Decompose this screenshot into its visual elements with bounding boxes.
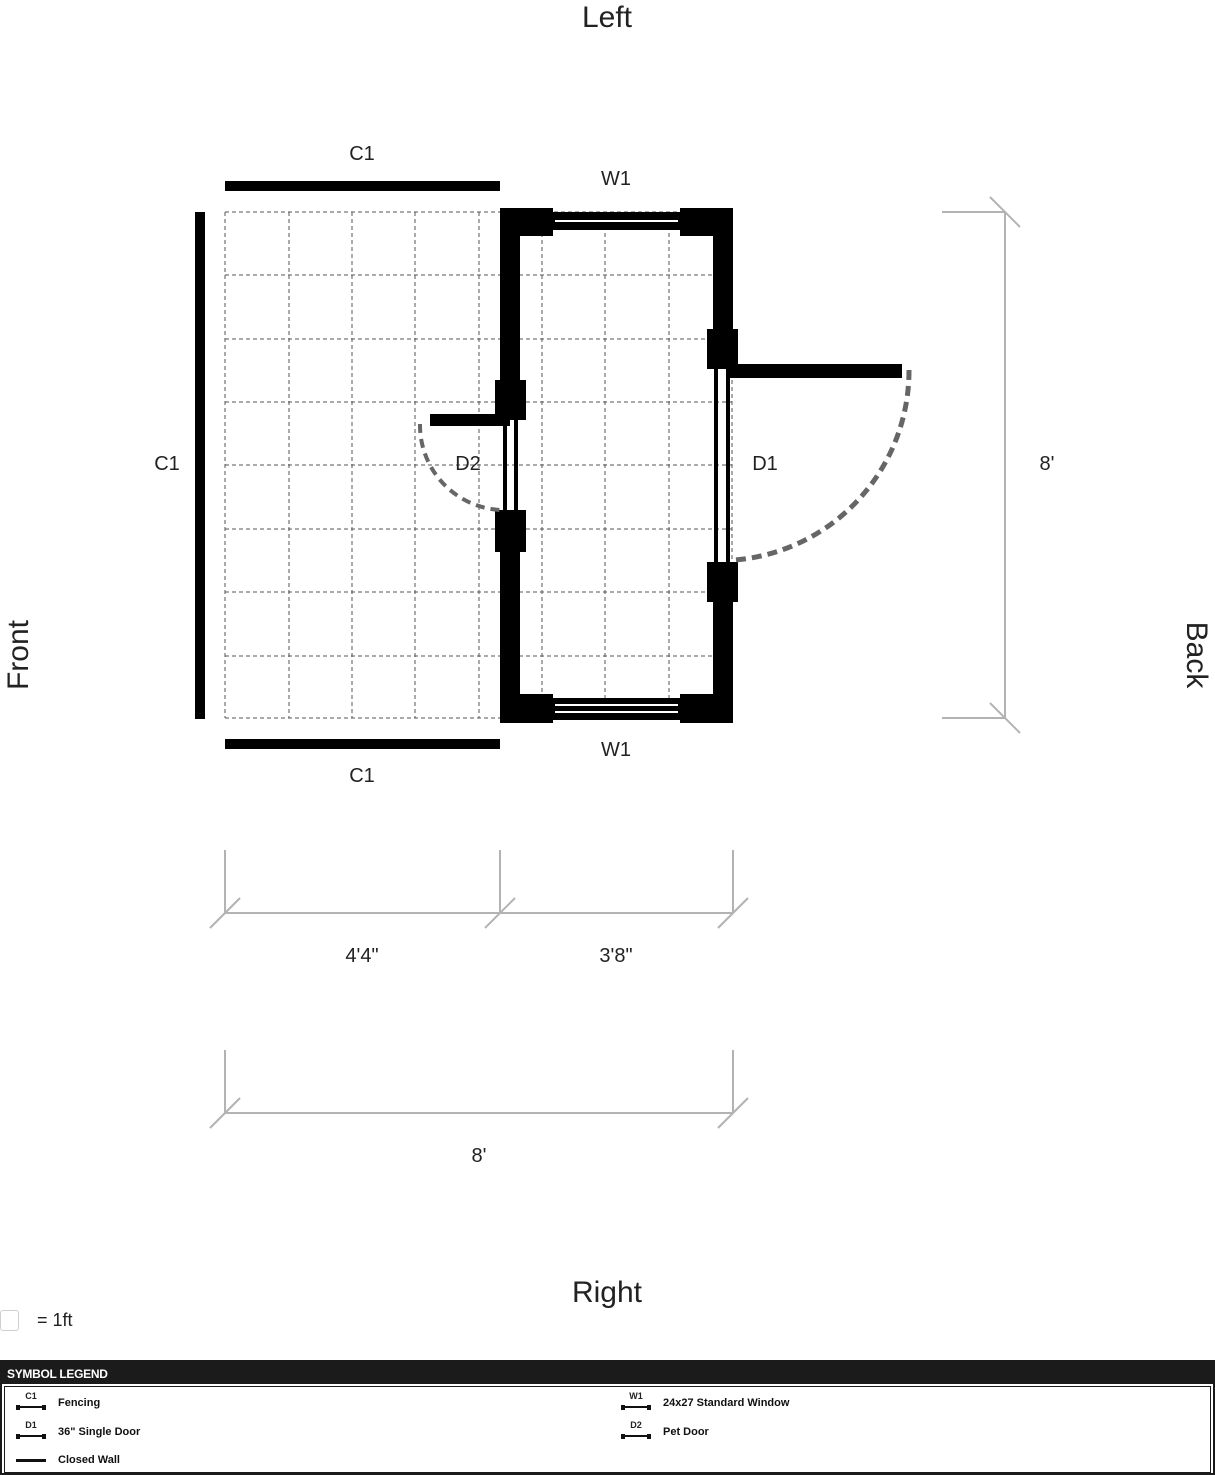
legend-code: D2 (630, 1420, 642, 1430)
window-bottom-label: W1 (601, 739, 631, 761)
side-label-right: Right (572, 1276, 643, 1309)
side-label-left: Left (582, 1, 633, 34)
dimension-total (209, 1050, 749, 1129)
symbol-legend: SYMBOL LEGEND C1 Fencing W1 24x27 Standa… (0, 1360, 1215, 1475)
side-label-back: Back (1180, 622, 1213, 690)
dimension-vertical (942, 196, 1021, 734)
window-symbol-icon: W1 (621, 1391, 655, 1414)
legend-item-fencing: C1 Fencing (16, 1391, 101, 1414)
door-symbol-icon: D1 (16, 1420, 50, 1443)
side-label-front: Front (2, 619, 35, 690)
scale-note: = 1ft (0, 1308, 73, 1332)
legend-title: SYMBOL LEGEND (2, 1362, 1213, 1384)
fence-front-label: C1 (154, 453, 180, 475)
floor-plan: Left Right Front Back C1 C1 C1 (2, 1, 1213, 1309)
legend-item-pet-door: D2 Pet Door (621, 1420, 709, 1443)
main-door (714, 364, 912, 563)
fencing-symbol-icon: C1 (16, 1391, 50, 1414)
legend-label: Fencing (58, 1397, 101, 1409)
legend-item-closed-wall: Closed Wall (16, 1449, 120, 1471)
legend-body: C1 Fencing W1 24x27 Standard Window D1 3… (2, 1384, 1213, 1475)
pet-door (417, 414, 518, 512)
legend-label: Closed Wall (58, 1454, 120, 1466)
pet-door-symbol-icon: D2 (621, 1420, 655, 1443)
main-door-label: D1 (752, 453, 778, 475)
legend-code: W1 (629, 1391, 643, 1401)
window-bottom (555, 704, 678, 713)
dimension-segment-right-label: 3'8" (599, 945, 632, 967)
legend-label: 36" Single Door (58, 1426, 141, 1438)
dimension-vertical-label: 8' (1040, 453, 1055, 475)
dimension-total-label: 8' (472, 1145, 487, 1167)
floor-grid (224, 211, 733, 719)
legend-code: D1 (25, 1420, 37, 1430)
legend-label: 24x27 Standard Window (663, 1397, 790, 1409)
legend-item-window: W1 24x27 Standard Window (621, 1391, 790, 1414)
closed-wall-symbol-icon (16, 1449, 50, 1471)
legend-code: C1 (25, 1391, 37, 1401)
scale-square-icon (0, 1309, 19, 1331)
pet-door-label: D2 (455, 453, 481, 475)
scale-text: = 1ft (37, 1309, 73, 1330)
window-top-label: W1 (601, 168, 631, 190)
dimension-segments (209, 850, 749, 929)
fence-bottom-label: C1 (349, 765, 375, 787)
legend-label: Pet Door (663, 1426, 709, 1438)
fence-front (195, 212, 205, 719)
legend-item-single-door: D1 36" Single Door (16, 1420, 141, 1443)
fence-top (225, 181, 500, 191)
dimension-segment-left-label: 4'4" (345, 945, 378, 967)
fence-top-label: C1 (349, 143, 375, 165)
fence-bottom (225, 739, 500, 749)
